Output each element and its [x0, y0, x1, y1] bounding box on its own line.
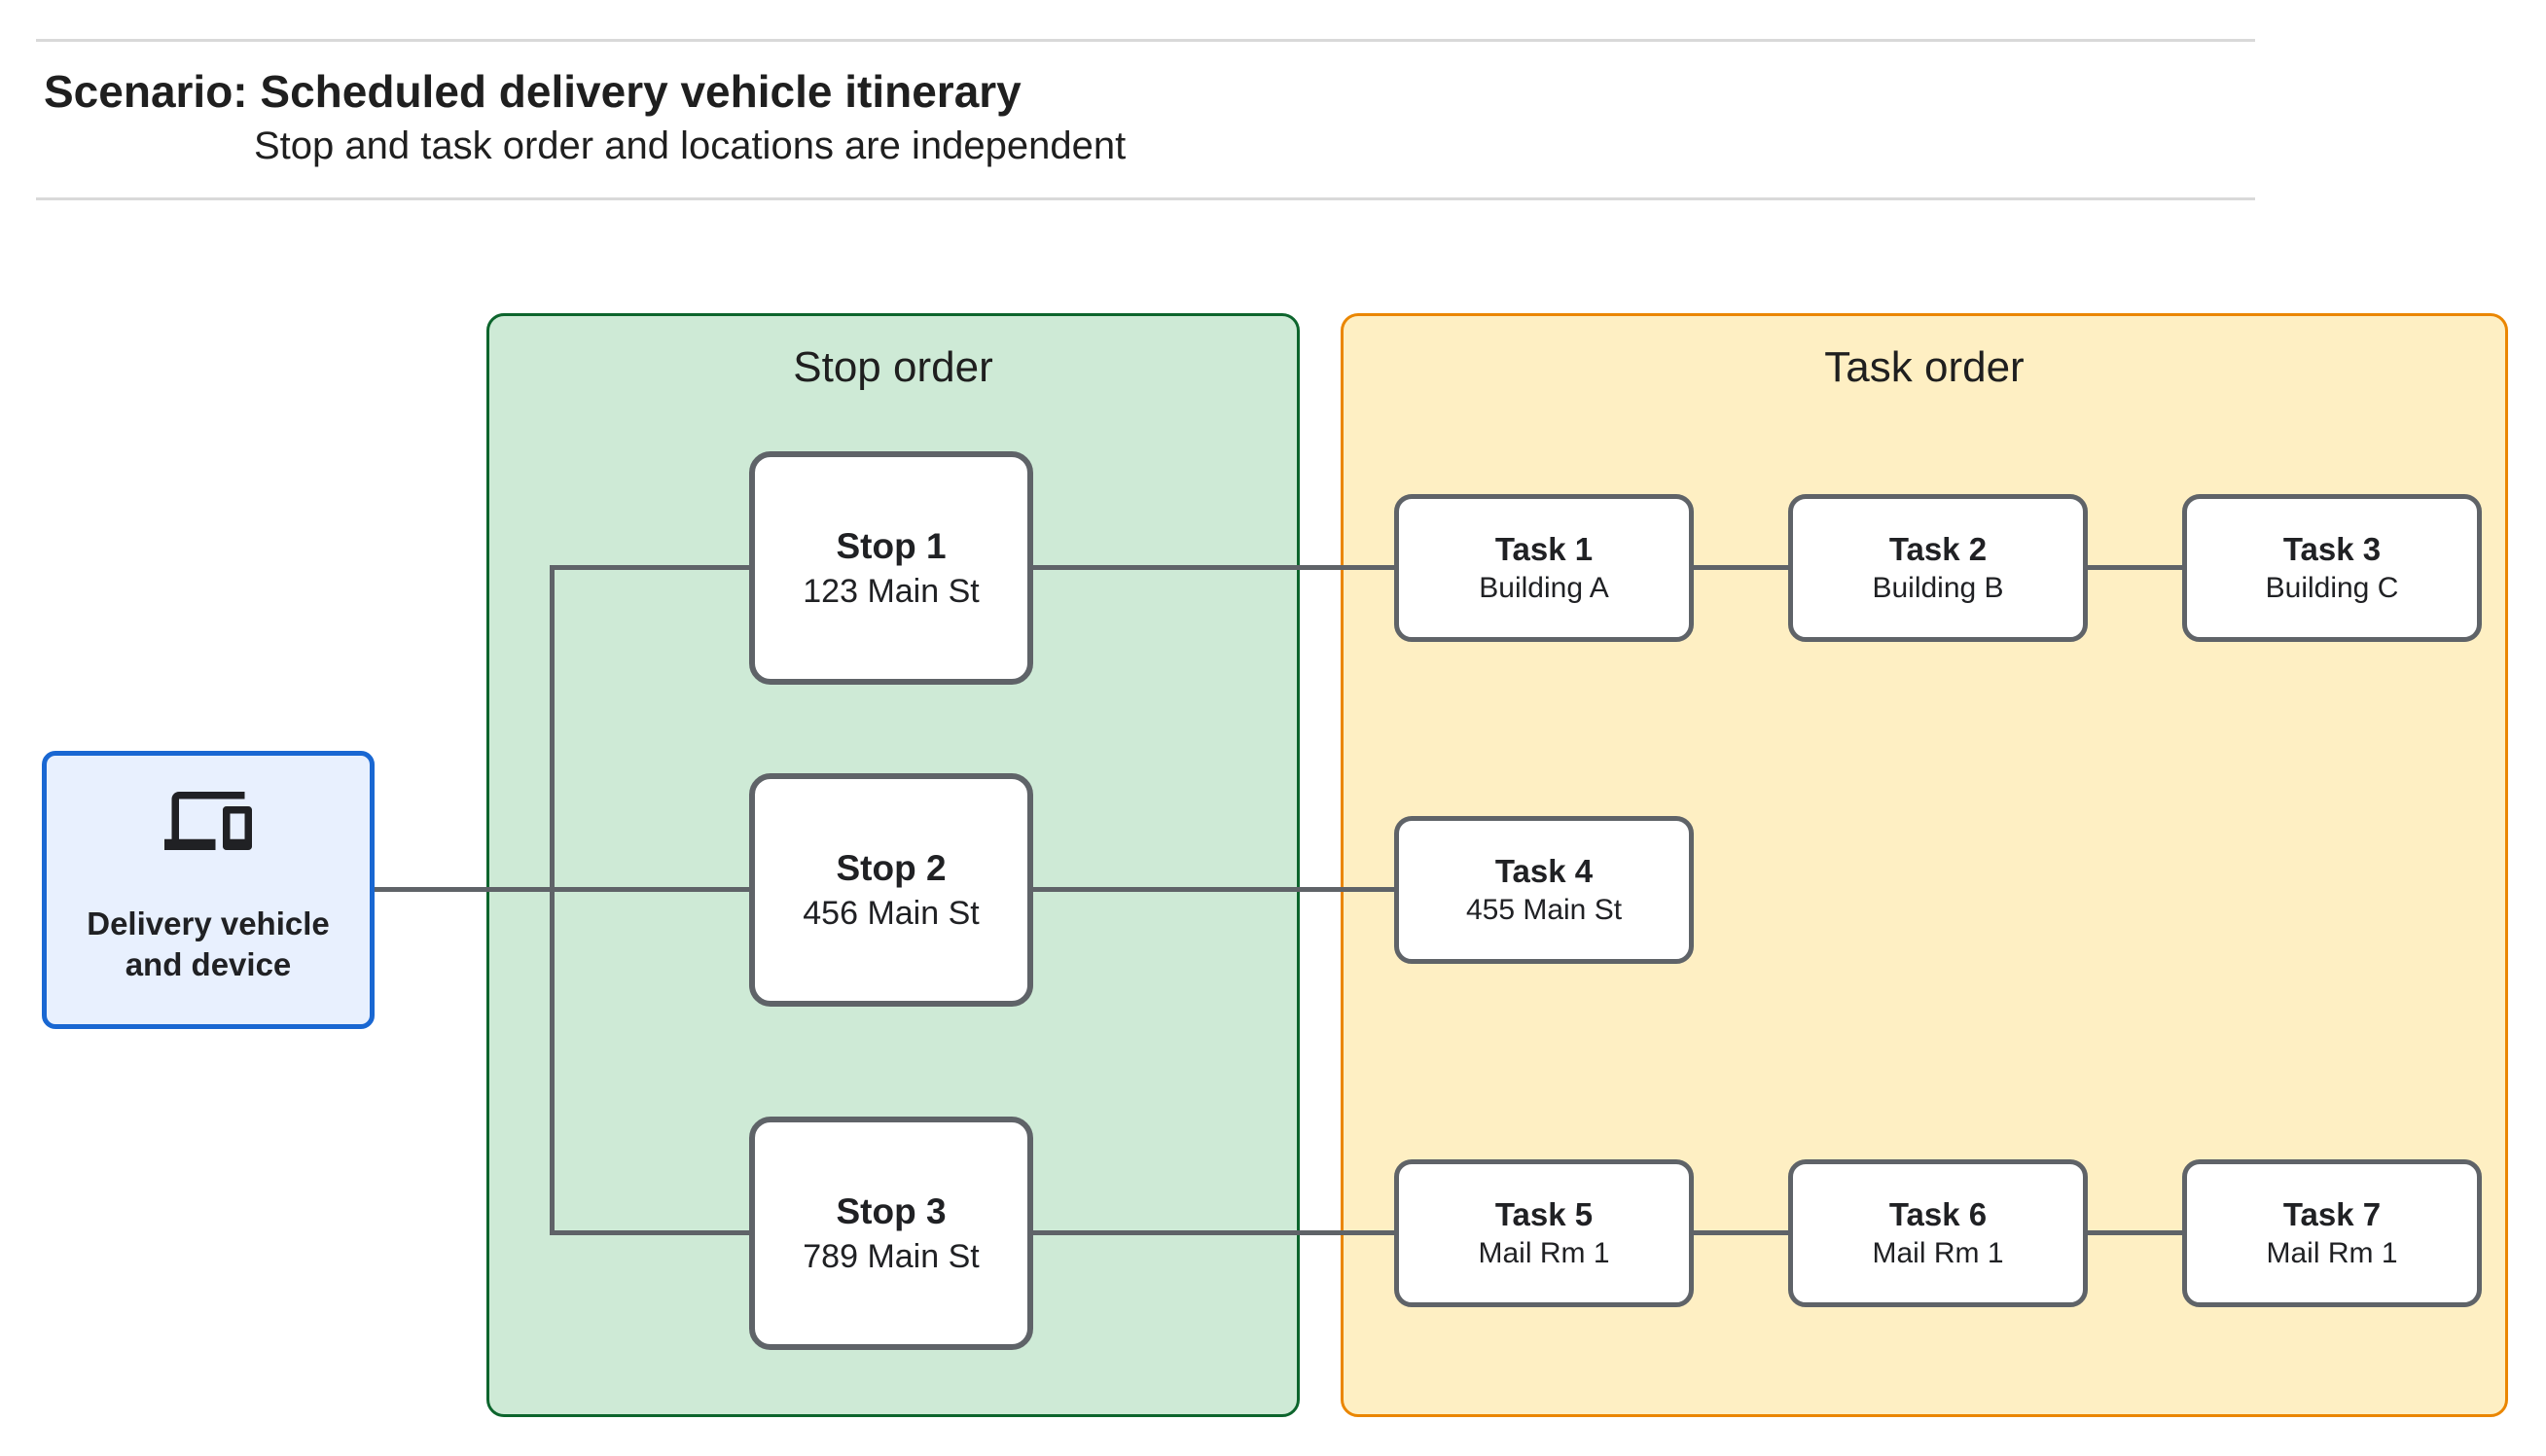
task-4-location: 455 Main St [1465, 894, 1623, 926]
task-1-node: Task 1 Building A [1394, 494, 1694, 642]
task-5-node: Task 5 Mail Rm 1 [1394, 1159, 1694, 1307]
delivery-vehicle-label: Delivery vehicle and device [87, 904, 330, 985]
connector-task5-to-task6 [1694, 1230, 1788, 1235]
connector-trunk-to-stop3 [550, 1230, 749, 1235]
stop-2-location: 456 Main St [803, 895, 980, 932]
task-1-location: Building A [1479, 572, 1609, 604]
connector-stop3-to-task5 [1033, 1230, 1394, 1235]
stop-3-location: 789 Main St [803, 1238, 980, 1275]
task-3-title: Task 3 [2282, 531, 2382, 567]
header-bottom-divider [36, 197, 2255, 200]
stop-1-node: Stop 1 123 Main St [749, 451, 1033, 685]
task-6-title: Task 6 [1888, 1196, 1988, 1232]
connector-task1-to-task2 [1694, 565, 1788, 570]
stop-3-title: Stop 3 [836, 1191, 947, 1231]
task-5-location: Mail Rm 1 [1478, 1237, 1610, 1269]
task-3-node: Task 3 Building C [2182, 494, 2482, 642]
task-3-location: Building C [2265, 572, 2399, 604]
task-order-panel-title: Task order [1824, 343, 2025, 391]
top-divider [36, 39, 2255, 42]
connector-trunk-vertical [550, 565, 555, 1235]
task-6-node: Task 6 Mail Rm 1 [1788, 1159, 2088, 1307]
stop-order-panel-title: Stop order [793, 343, 993, 391]
task-7-location: Mail Rm 1 [2266, 1237, 2398, 1269]
connector-stop1-to-task1 [1033, 565, 1394, 570]
delivery-vehicle-label-line2: and device [125, 946, 292, 982]
connector-trunk-to-stop1 [550, 565, 749, 570]
stop-2-title: Stop 2 [836, 848, 947, 888]
delivery-vehicle-node: Delivery vehicle and device [42, 751, 375, 1029]
task-2-title: Task 2 [1888, 531, 1988, 567]
connector-task6-to-task7 [2088, 1230, 2182, 1235]
task-5-title: Task 5 [1494, 1196, 1594, 1232]
delivery-vehicle-label-line1: Delivery vehicle [87, 906, 330, 941]
stop-1-title: Stop 1 [836, 526, 947, 566]
connector-task2-to-task3 [2088, 565, 2182, 570]
task-6-location: Mail Rm 1 [1872, 1237, 2004, 1269]
page-subtitle: Stop and task order and locations are in… [254, 124, 1127, 167]
task-2-location: Building B [1872, 572, 2004, 604]
devices-icon [164, 777, 252, 865]
stop-2-node: Stop 2 456 Main St [749, 773, 1033, 1007]
task-7-node: Task 7 Mail Rm 1 [2182, 1159, 2482, 1307]
connector-vehicle-to-stop2 [373, 887, 749, 892]
task-1-title: Task 1 [1494, 531, 1594, 567]
task-4-node: Task 4 455 Main St [1394, 816, 1694, 964]
task-4-title: Task 4 [1494, 853, 1594, 889]
connector-stop2-to-task4 [1033, 887, 1394, 892]
stop-1-location: 123 Main St [803, 573, 980, 610]
task-7-title: Task 7 [2282, 1196, 2382, 1232]
stop-3-node: Stop 3 789 Main St [749, 1117, 1033, 1350]
page-title: Scenario: Scheduled delivery vehicle iti… [44, 66, 1022, 117]
task-2-node: Task 2 Building B [1788, 494, 2088, 642]
